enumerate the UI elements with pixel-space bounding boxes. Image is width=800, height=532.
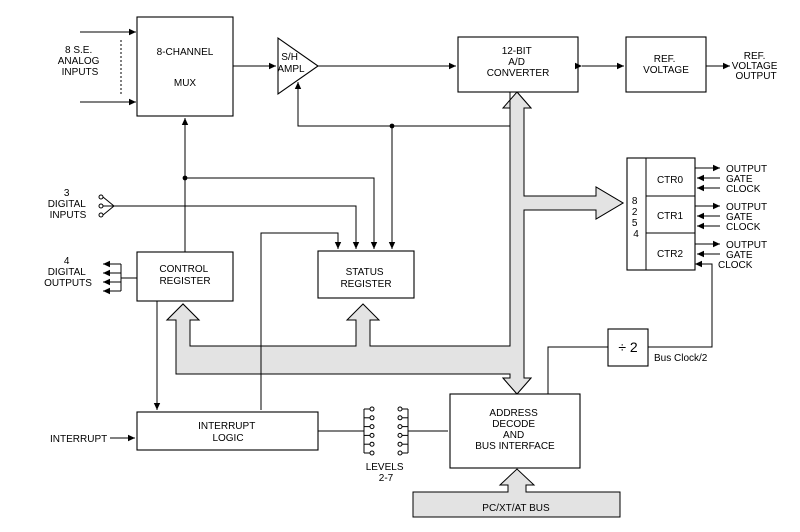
jumper-pin (397, 441, 403, 447)
ctr0-signals: OUTPUT GATE CLOCK (695, 164, 767, 195)
digital-outputs-label: 4 DIGITAL OUTPUTS (44, 256, 92, 289)
sh-amp-label: S/H AMPL (277, 52, 305, 75)
jumper-pin (369, 432, 375, 438)
adc-label: 12-BIT A/D CONVERTER (487, 46, 550, 79)
analog-inputs-label: 8 S.E. ANALOG INPUTS (58, 45, 102, 78)
counter-8254-block (626, 157, 696, 271)
svg-text:CLOCK: CLOCK (726, 222, 761, 233)
divider-to-ctr2-clock (648, 260, 713, 348)
svg-text:CLOCK: CLOCK (726, 184, 761, 195)
jumper-pin (369, 424, 375, 430)
internal-data-bus (165, 91, 624, 395)
svg-text:OUTPUT: OUTPUT (726, 164, 767, 175)
mux-title: 8-CHANNEL (157, 47, 214, 58)
jumper-pin (369, 406, 375, 412)
ctr1-signals: OUTPUT GATE CLOCK (695, 202, 767, 233)
jumper-pin (369, 415, 375, 421)
svg-text:CLOCK: CLOCK (718, 260, 753, 271)
control-register-label: CONTROL REGISTER (159, 264, 210, 287)
svg-text:GATE: GATE (726, 174, 753, 185)
divide-by-two-block (607, 328, 649, 367)
jumper-pin (369, 441, 375, 447)
status-register-label: STATUS REGISTER (340, 267, 391, 290)
counter-chip-label: 8 2 5 4 (632, 196, 640, 240)
adc-block (457, 36, 579, 93)
jumper-pin (397, 406, 403, 412)
jumper-pin (397, 432, 403, 438)
divide-by-two-symbol: ÷ 2 (618, 339, 638, 355)
jumper-pin (397, 424, 403, 430)
svg-text:GATE: GATE (726, 250, 753, 261)
interrupt-status-line (260, 232, 342, 410)
jumper-pin (397, 415, 403, 421)
ctr0-label: CTR0 (657, 175, 684, 186)
status-register-block (317, 250, 415, 299)
interrupt-input-label: INTERRUPT (50, 434, 107, 445)
svg-text:GATE: GATE (726, 212, 753, 223)
address-decode-label: ADDRESS DECODE AND BUS INTERFACE (475, 408, 555, 452)
ctr1-label: CTR1 (657, 211, 684, 222)
control-register-block (136, 251, 234, 302)
ctr2-signals: OUTPUT GATE CLOCK (695, 240, 767, 271)
interrupt-logic-label: INTERRUPT LOGIC (198, 421, 258, 444)
address-decode-block (449, 393, 581, 469)
level-jumpers (318, 409, 448, 453)
jumper-pin (397, 450, 403, 456)
jumper-pin (369, 450, 375, 456)
bus-clock-line (547, 346, 608, 394)
svg-text:OUTPUT: OUTPUT (726, 240, 767, 251)
mux-select-lines (181, 118, 378, 252)
ctr2-label: CTR2 (657, 249, 684, 260)
mux-subtitle: MUX (174, 78, 197, 89)
svg-text:OUTPUT: OUTPUT (726, 202, 767, 213)
ref-voltage-block (625, 36, 707, 93)
bus-clock-label: Bus Clock/2 (654, 353, 708, 364)
digital-output-lines (103, 260, 137, 295)
pc-bus-arrow (412, 468, 621, 518)
analog-input-lines (80, 28, 136, 106)
digital-inputs-label: 3 DIGITAL INPUTS (48, 188, 89, 221)
levels-label: LEVELS 2-7 (366, 462, 407, 484)
pc-bus-label: PC/XT/AT BUS (482, 503, 550, 514)
digital-input-terminals (98, 194, 360, 249)
adc-control-lines (294, 82, 511, 249)
ref-output-label: REF. VOLTAGE OUTPUT (732, 51, 781, 82)
mux-block (136, 16, 234, 117)
sh-amp-triangle (277, 36, 319, 96)
ref-voltage-label: REF. VOLTAGE (643, 54, 689, 76)
level-jumper-pins (364, 406, 408, 456)
